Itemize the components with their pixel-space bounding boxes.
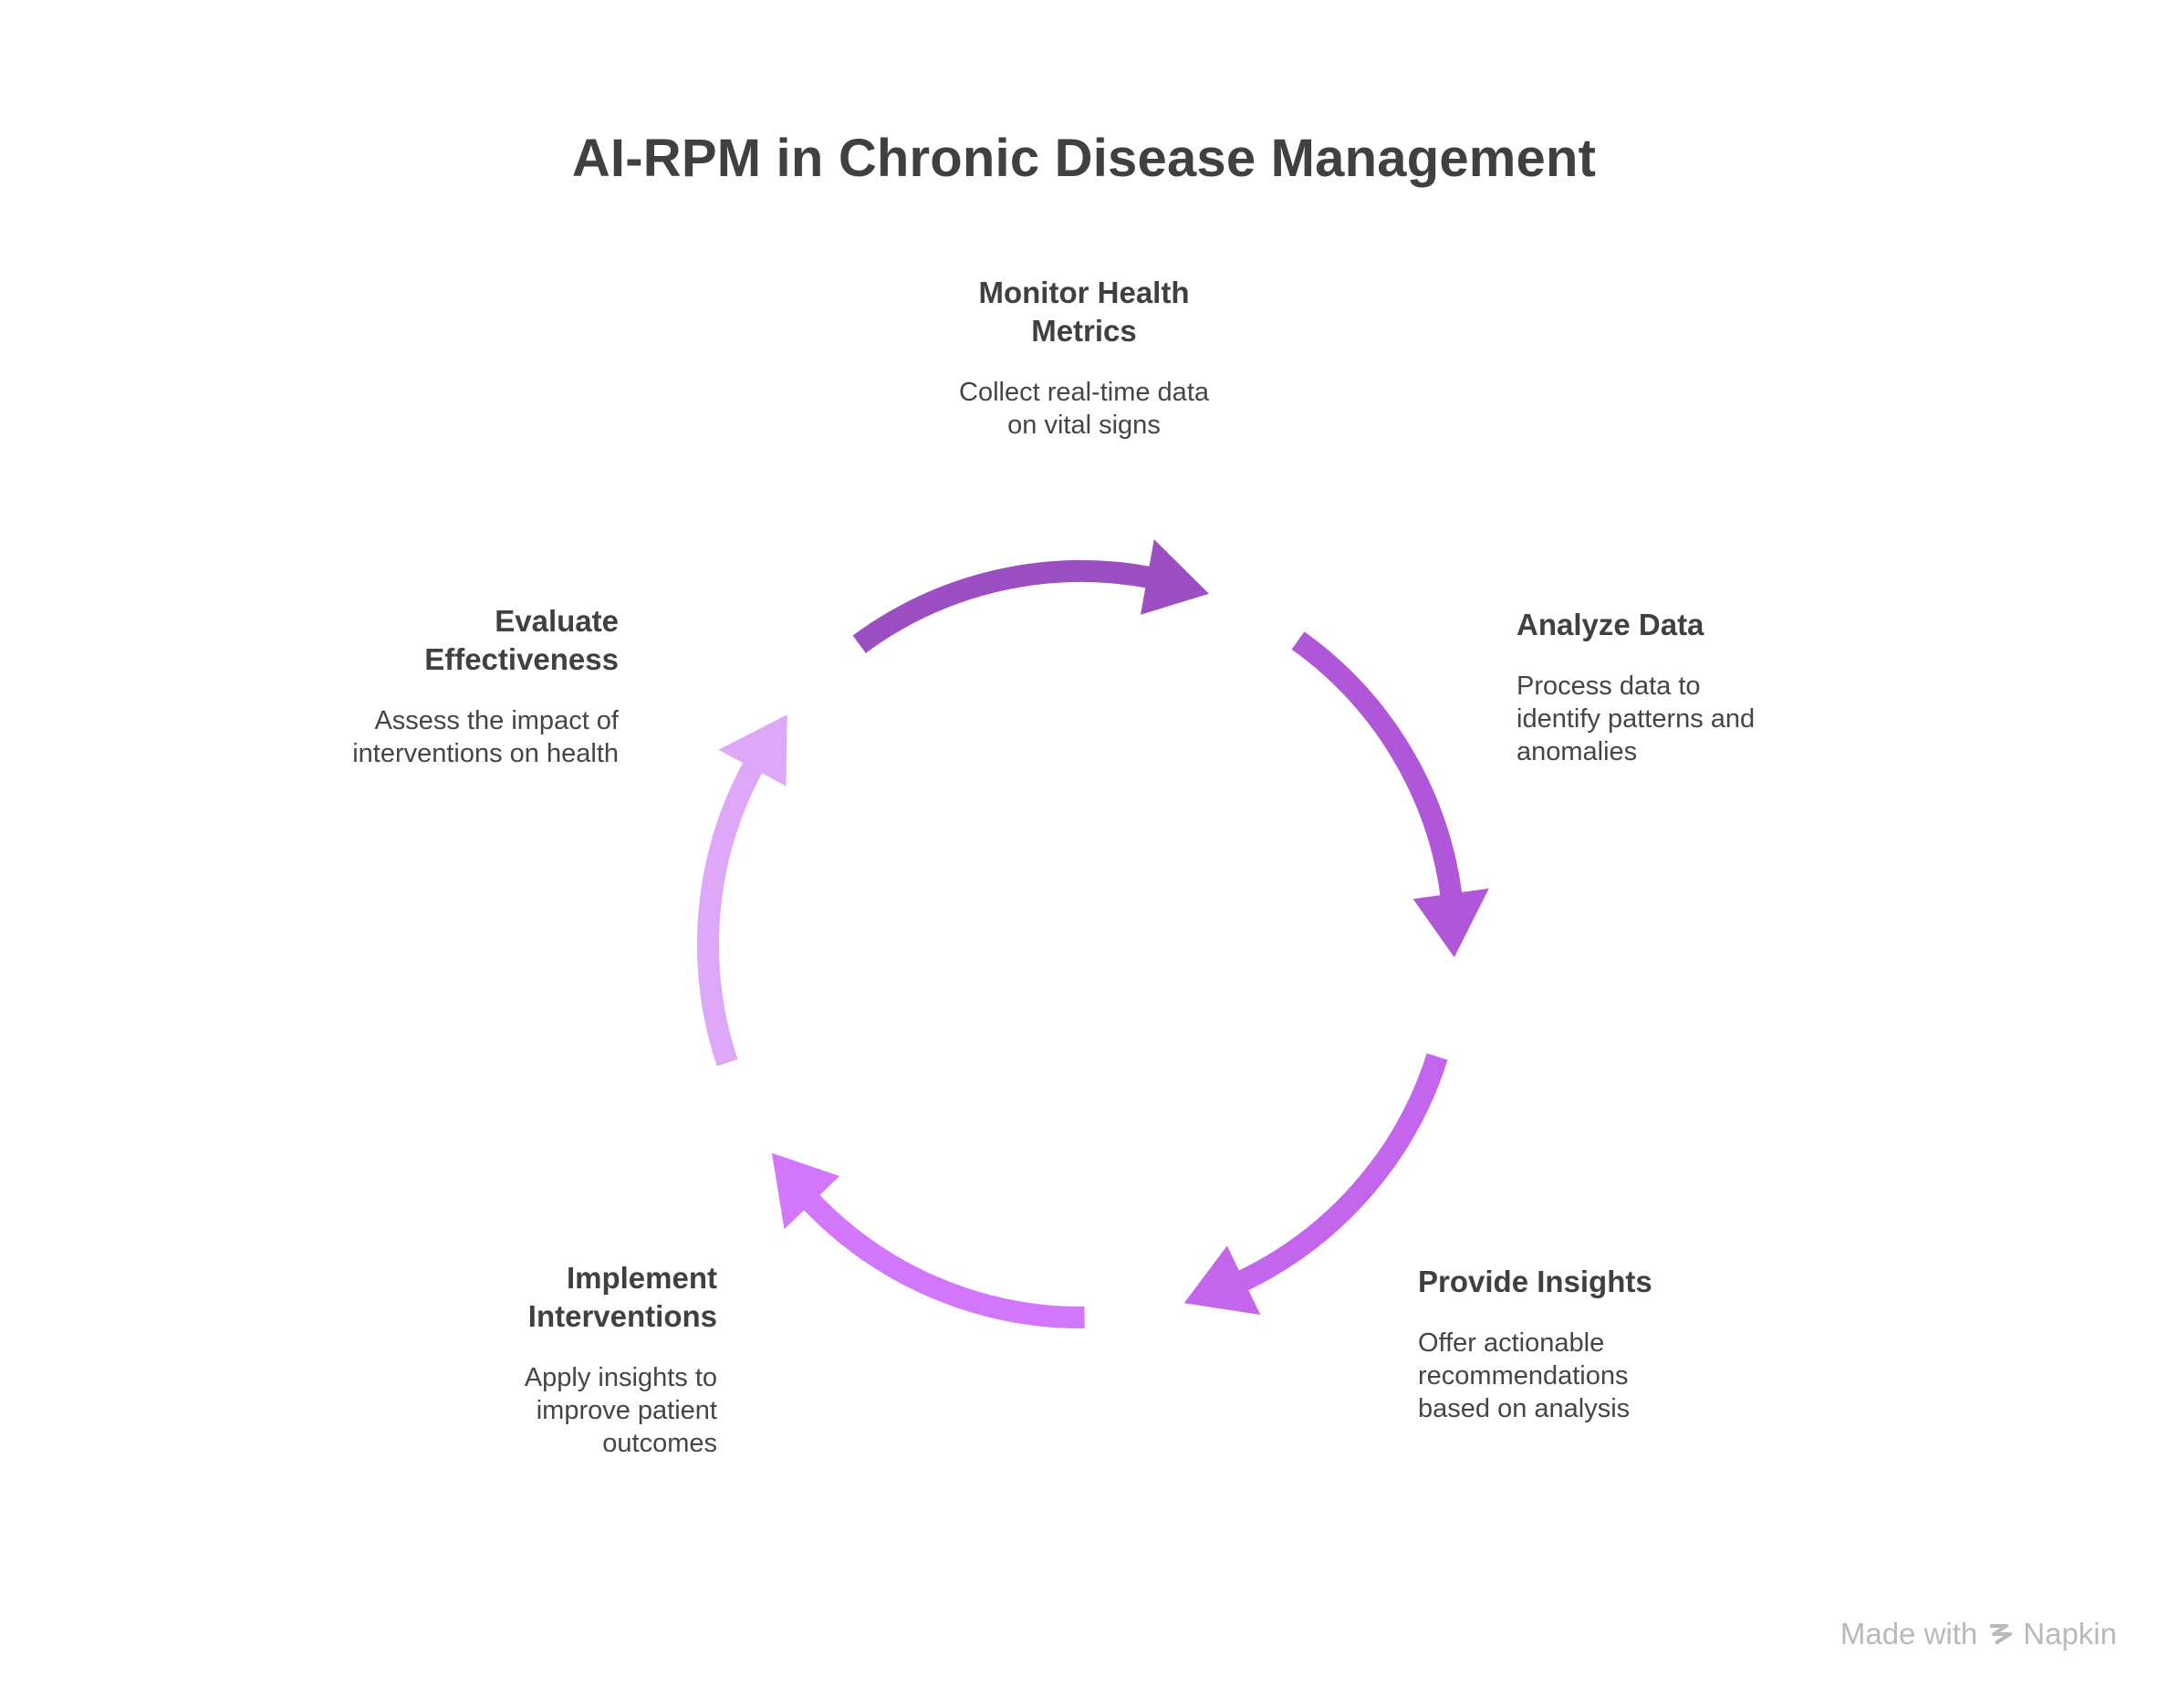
step-description: Assess the impact of interventions on he… <box>352 706 619 768</box>
made-with-text: Made with <box>1840 1617 1978 1651</box>
step-title: Evaluate Effectiveness <box>424 604 619 676</box>
arrow-insights-to-implement-shaft <box>1235 1053 1448 1292</box>
arrow-implement-to-evaluate-shaft <box>801 1192 1085 1329</box>
step-title: Analyze Data <box>1517 608 1704 641</box>
arrow-implement-to-evaluate-head <box>771 1152 840 1230</box>
arrow-monitor-to-analyze-head <box>1141 539 1209 615</box>
arrow-insights-to-implement-head <box>1183 1245 1261 1315</box>
arrow-evaluate-to-monitor-shaft <box>696 759 765 1067</box>
made-with-napkin-badge[interactable]: Made with Napkin <box>1840 1617 2117 1651</box>
step-provide-insights: Provide Insights Offer actionable recomm… <box>1418 1263 1801 1425</box>
arrow-analyze-to-insights-shaft <box>1291 631 1463 900</box>
step-title: Implement Interventions <box>527 1261 717 1333</box>
step-implement-interventions: Implement Interventions Apply insights t… <box>334 1259 717 1460</box>
napkin-brand-text: Napkin <box>2023 1617 2117 1651</box>
step-description: Offer actionable recommendations based o… <box>1418 1328 1631 1423</box>
step-description: Collect real-time data on vital signs <box>959 378 1209 440</box>
step-title: Provide Insights <box>1418 1265 1652 1298</box>
step-description: Apply insights to improve patient outcom… <box>524 1363 717 1458</box>
step-analyze-data: Analyze Data Process data to identify pa… <box>1517 606 1900 768</box>
arrow-evaluate-to-monitor-head <box>718 714 787 786</box>
step-title: Monitor Health Metrics <box>978 276 1190 348</box>
step-monitor-health-metrics: Monitor Health Metrics Collect real-time… <box>892 274 1276 442</box>
napkin-logo-icon <box>1990 1624 2013 1645</box>
step-evaluate-effectiveness: Evaluate Effectiveness Assess the impact… <box>235 602 619 770</box>
diagram-title: AI-RPM in Chronic Disease Management <box>571 129 1597 188</box>
arrow-analyze-to-insights-head <box>1412 888 1489 958</box>
step-description: Process data to identify patterns and an… <box>1517 672 1756 766</box>
arrow-monitor-to-analyze-shaft <box>852 559 1153 653</box>
